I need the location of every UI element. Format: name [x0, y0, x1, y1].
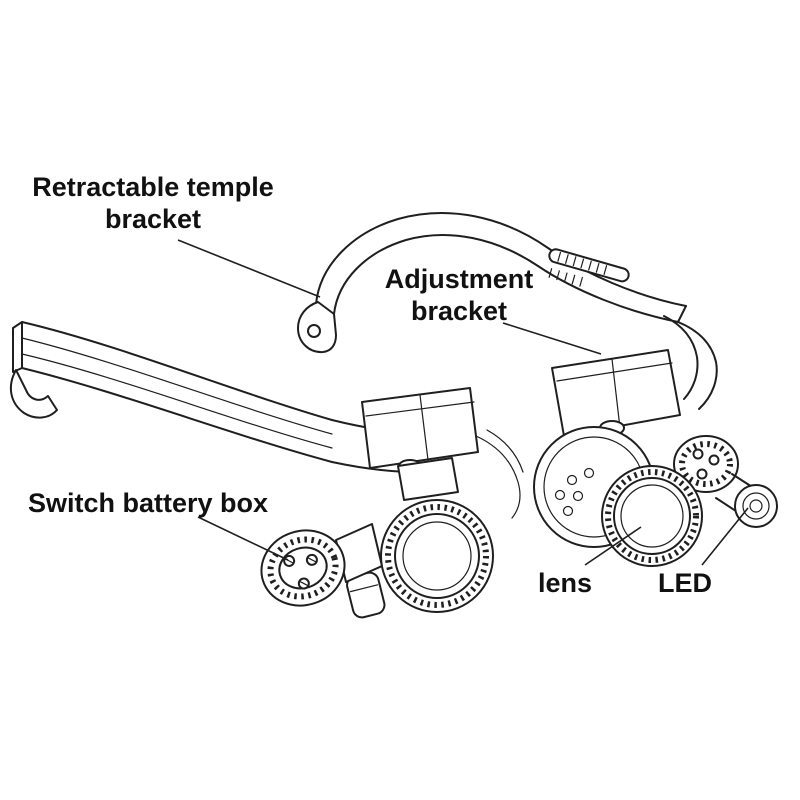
- battery-box: [260, 529, 346, 607]
- label-retractable-temple-bracket: Retractable temple bracket: [28, 172, 278, 236]
- label-line: bracket: [104, 203, 202, 234]
- leader-adjustment-bracket: [502, 322, 602, 355]
- led-module-screws: [692, 448, 720, 480]
- leader-battery-box: [197, 516, 289, 561]
- left-magnifier-lens: [380, 499, 494, 613]
- led-lens-face: [734, 484, 778, 528]
- led-module: [673, 435, 778, 528]
- label-led: LED: [658, 568, 712, 598]
- left-lower-knob: [346, 571, 386, 619]
- headband: [9, 321, 407, 473]
- leader-lens: [584, 526, 642, 566]
- label-lens: lens: [538, 568, 593, 598]
- label-line: bracket: [410, 295, 508, 326]
- nose-bridge: [475, 429, 524, 519]
- label-line: Adjustment: [384, 264, 534, 294]
- temple-arm: [297, 212, 718, 410]
- battery-box-screws: [283, 553, 318, 590]
- label-adjustment-bracket: Adjustment bracket: [368, 264, 550, 328]
- retract-slot: [548, 248, 630, 287]
- left-eyepiece: [361, 387, 479, 501]
- leader-temple-bracket: [177, 239, 321, 298]
- right-eyepiece: [551, 349, 681, 437]
- right-magnifier-lens: [601, 465, 703, 567]
- leader-lines: [177, 239, 749, 566]
- label-line: Retractable temple: [32, 172, 274, 202]
- leader-led: [701, 507, 749, 566]
- temple-hinge-hole: [307, 324, 321, 338]
- label-switch-battery-box: Switch battery box: [28, 488, 269, 518]
- left-hinge-bracket: [397, 457, 459, 501]
